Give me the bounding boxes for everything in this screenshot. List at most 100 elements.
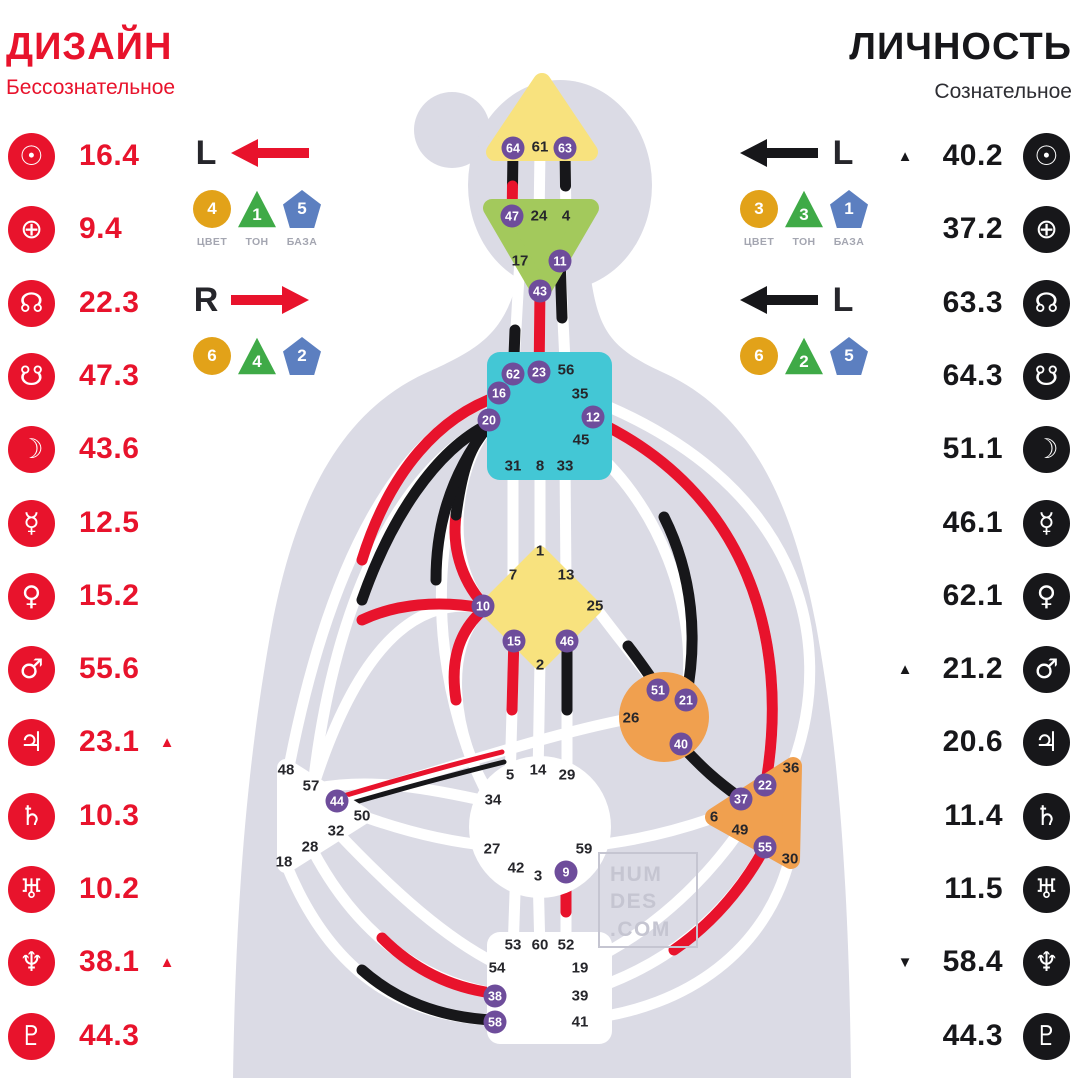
base-label: БАЗА — [833, 236, 865, 248]
personality-planet-row-neptune[interactable]: ▼58.4♆ — [893, 938, 1070, 986]
fixing-marker: ▲ — [159, 953, 175, 971]
personality-neptune-value: 58.4 — [942, 945, 1003, 978]
fixing-marker: ▲ — [159, 733, 175, 751]
personality-south-node-value: 64.3 — [942, 359, 1003, 392]
arrow-left-icon — [231, 139, 309, 167]
color-badge[interactable]: 3 — [740, 190, 778, 228]
design-jupiter-value: 23.1 — [79, 725, 140, 758]
tone-badge[interactable]: 1 — [238, 190, 276, 228]
design-planet-row-south-node[interactable]: ☋ 47.3 — [8, 352, 179, 400]
north-node-icon: ☊ — [1023, 279, 1070, 327]
fixing-marker: ▼ — [897, 953, 913, 971]
south-node-icon: ☋ — [8, 352, 55, 400]
personality-planet-row-pluto[interactable]: 44.3 ♇ — [893, 1012, 1070, 1060]
design-planet-row-mars[interactable]: ♂55.6 — [8, 645, 179, 693]
tone-badge[interactable]: 2 — [785, 337, 823, 375]
personality-title: ЛИЧНОСТЬ — [849, 26, 1072, 68]
design-planet-row-north-node[interactable]: ☊ 22.3 — [8, 279, 179, 327]
moon-icon: ☽ — [1023, 425, 1070, 473]
design-body-letter: R — [193, 280, 219, 319]
throat-center[interactable] — [487, 352, 612, 480]
pluto-icon: ♇ — [1023, 1012, 1070, 1060]
design-planet-row-pluto[interactable]: ♇44.3 — [8, 1012, 179, 1060]
personality-venus-value: 62.1 — [942, 579, 1003, 612]
design-sun-value: 16.4 — [79, 139, 140, 172]
design-neptune-value: 38.1 — [79, 945, 140, 978]
tone-label: ТОН — [245, 236, 269, 248]
sacral-center[interactable] — [469, 756, 611, 898]
design-title: ДИЗАЙН — [6, 26, 173, 68]
spleen-center[interactable] — [277, 759, 371, 873]
sun-icon: ☉ — [1023, 132, 1070, 180]
color-label: ЦВЕТ — [743, 236, 775, 248]
personality-mind-letter: L — [832, 133, 854, 172]
personality-body-variables: L 6 2 5 — [740, 281, 880, 375]
design-north-node-value: 22.3 — [79, 286, 140, 319]
personality-pluto-value: 44.3 — [942, 1019, 1003, 1052]
design-mind-letter: L — [195, 133, 217, 172]
personality-planet-row-south-node[interactable]: 64.3☋ — [893, 352, 1070, 400]
design-planet-row-mercury[interactable]: ☿12.5 — [8, 499, 179, 547]
arrow-left-icon — [740, 286, 818, 314]
north-node-icon: ☊ — [8, 279, 55, 327]
jupiter-icon: ♃ — [8, 718, 55, 766]
earth-icon: ⊕ — [8, 205, 55, 253]
base-badge[interactable]: 5 — [283, 190, 321, 228]
personality-planet-row-mars[interactable]: ▲21.2♂ — [893, 645, 1070, 693]
personality-planet-row-moon[interactable]: 51.1☽ — [893, 425, 1070, 473]
personality-mars-value: 21.2 — [942, 652, 1003, 685]
design-saturn-value: 10.3 — [79, 799, 140, 832]
color-badge[interactable]: 6 — [193, 337, 231, 375]
neptune-icon: ♆ — [8, 938, 55, 986]
mercury-icon: ☿ — [8, 499, 55, 547]
base-badge[interactable]: 2 — [283, 337, 321, 375]
tone-badge[interactable]: 3 — [785, 190, 823, 228]
head-center[interactable] — [486, 73, 598, 161]
design-pluto-value: 44.3 — [79, 1019, 140, 1052]
fixing-marker: ▲ — [897, 147, 913, 165]
design-uranus-value: 10.2 — [79, 872, 140, 905]
design-planet-row-jupiter[interactable]: ♃ 23.1 ▲ — [8, 718, 179, 766]
personality-planet-row-uranus[interactable]: 11.5♅ — [893, 865, 1070, 913]
design-planet-row-uranus[interactable]: ♅10.2 — [8, 865, 179, 913]
mars-icon: ♂ — [8, 645, 55, 693]
personality-planet-row-north-node[interactable]: 63.3☊ — [893, 279, 1070, 327]
base-badge[interactable]: 5 — [830, 337, 868, 375]
design-planet-row-moon[interactable]: ☽43.6 — [8, 425, 179, 473]
personality-planet-row-mercury[interactable]: 46.1☿ — [893, 499, 1070, 547]
color-label: ЦВЕТ — [196, 236, 228, 248]
base-badge[interactable]: 1 — [830, 190, 868, 228]
design-planet-row-saturn[interactable]: ♄ 10.3 — [8, 792, 179, 840]
design-planet-row-neptune[interactable]: ♆ 38.1 ▲ — [8, 938, 179, 986]
mercury-icon: ☿ — [1023, 499, 1070, 547]
root-center[interactable] — [487, 932, 612, 1044]
tone-badge[interactable]: 4 — [238, 337, 276, 375]
watermark-line: HUM — [610, 863, 663, 886]
personality-planet-row-jupiter[interactable]: 20.6♃ — [893, 718, 1070, 766]
personality-planet-row-sun[interactable]: ▲40.2☉ — [893, 132, 1070, 180]
personality-planet-row-saturn[interactable]: 11.4♄ — [893, 792, 1070, 840]
design-venus-value: 15.2 — [79, 579, 140, 612]
personality-planet-row-venus[interactable]: 62.1♀ — [893, 572, 1070, 620]
personality-subtitle: Сознательное — [934, 80, 1072, 103]
watermark-line: .COM — [610, 917, 671, 941]
design-south-node-value: 47.3 — [79, 359, 140, 392]
design-planet-row-sun[interactable]: ☉16.4 — [8, 132, 179, 180]
personality-mind-variables: L 3 3 1 ЦВЕТ ТОН БАЗА — [740, 134, 880, 248]
design-earth-value: 9.4 — [79, 212, 123, 245]
saturn-icon: ♄ — [8, 792, 55, 840]
jupiter-icon: ♃ — [1023, 718, 1070, 766]
saturn-icon: ♄ — [1023, 792, 1070, 840]
venus-icon: ♀ — [8, 572, 55, 620]
personality-uranus-value: 11.5 — [944, 872, 1003, 905]
heart-center[interactable] — [619, 672, 709, 762]
color-badge[interactable]: 4 — [193, 190, 231, 228]
personality-planet-row-earth[interactable]: 37.2⊕ — [893, 205, 1070, 253]
design-planet-row-earth[interactable]: ⊕ 9.4 — [8, 205, 179, 253]
color-badge[interactable]: 6 — [740, 337, 778, 375]
design-planet-row-venus[interactable]: ♀ 15.2 — [8, 572, 179, 620]
watermark-line: DES — [610, 890, 658, 914]
personality-earth-value: 37.2 — [942, 212, 1003, 245]
